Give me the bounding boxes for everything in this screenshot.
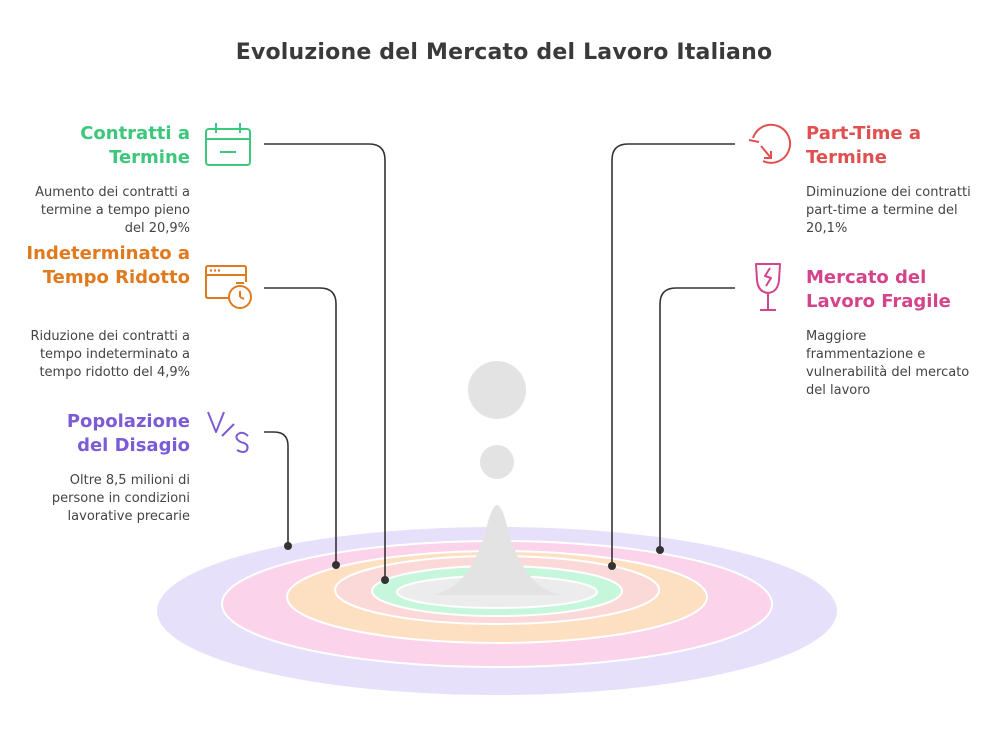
clock-window-icon xyxy=(205,265,252,309)
connector-popolazione xyxy=(264,431,289,546)
heading-mercato-fragile: Mercato del Lavoro Fragile xyxy=(806,267,951,312)
large-drop xyxy=(468,361,526,419)
page-title: Evoluzione del Mercato del Lavoro Italia… xyxy=(235,40,773,65)
heading-part-time: Part-Time a Termine xyxy=(806,123,921,168)
calendar-icon xyxy=(205,123,251,166)
connector-indeterminato xyxy=(264,287,337,565)
description-mercato-fragile: Maggiore frammentazione e vulnerabilità … xyxy=(806,329,970,398)
broken-glass-icon xyxy=(755,263,781,311)
versus-icon xyxy=(207,411,249,453)
description-popolazione: Oltre 8,5 milioni di persone in condizio… xyxy=(51,473,190,524)
connector-parttime xyxy=(611,143,735,566)
description-indeterminato: Riduzione dei contratti a tempo indeterm… xyxy=(30,329,190,380)
heading-popolazione: Popolazione del Disagio xyxy=(66,411,190,456)
heading-indeterminato: Indeterminato a Tempo Ridotto xyxy=(26,243,190,288)
heading-contratti-a-termine: Contratti a Termine xyxy=(80,123,190,168)
splash-peak xyxy=(432,505,562,595)
connector-fragile xyxy=(659,287,735,550)
connector-contratti xyxy=(264,143,386,580)
small-drop xyxy=(480,445,514,479)
timer-arrow-icon xyxy=(748,123,792,164)
description-part-time: Diminuzione dei contratti part-time a te… xyxy=(806,185,971,236)
description-contratti-a-termine: Aumento dei contratti a termine a tempo … xyxy=(35,185,190,236)
